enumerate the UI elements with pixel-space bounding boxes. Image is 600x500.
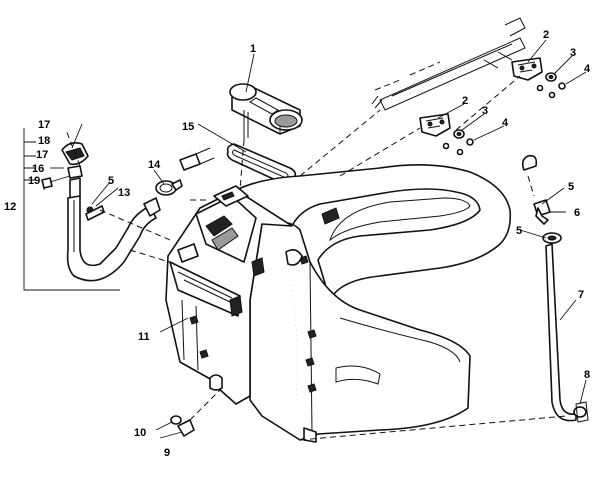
drain-cap (170, 389, 221, 437)
washer-upper (545, 72, 557, 82)
callout-12: 12 (4, 201, 16, 213)
callout-4-upper: 4 (584, 63, 591, 75)
callout-15: 15 (182, 121, 194, 133)
drain-hose-assembly (23, 128, 161, 291)
callout-18: 18 (38, 135, 50, 147)
callout-7: 7 (578, 289, 584, 301)
bracket-upper (511, 57, 543, 81)
callout-6: 6 (574, 207, 580, 219)
callout-9: 9 (164, 447, 170, 459)
hose-clamp (155, 179, 183, 196)
callout-2-middle: 2 (462, 95, 468, 107)
callout-3-middle: 3 (482, 105, 488, 117)
callout-17-top: 17 (38, 119, 50, 131)
callouts: 1 2 3 4 2 3 4 15 14 5 13 17 18 17 16 19 … (4, 29, 591, 459)
callout-5-left: 5 (108, 175, 114, 187)
callout-8: 8 (584, 369, 590, 381)
washer-middle (453, 129, 465, 139)
callout-14: 14 (148, 159, 161, 171)
control-housing (165, 185, 293, 405)
callout-13: 13 (118, 187, 130, 199)
callout-1: 1 (250, 43, 256, 55)
cup-holder (229, 83, 303, 140)
callout-17-bottom: 17 (36, 149, 48, 161)
callout-2-upper: 2 (543, 29, 549, 41)
callout-5-right-bottom: 5 (516, 225, 522, 237)
callout-11: 11 (138, 331, 150, 343)
callout-10: 10 (134, 427, 146, 439)
guide-lines (99, 75, 567, 441)
callout-4-middle: 4 (502, 117, 509, 129)
leader-lines (43, 39, 587, 439)
callout-16: 16 (32, 163, 44, 175)
hose-fitting (179, 143, 215, 171)
screw-upper (536, 82, 566, 99)
bracket-middle (419, 113, 451, 137)
callout-5-right-top: 5 (568, 181, 574, 193)
tank-body (235, 164, 512, 443)
screw-middle (442, 138, 474, 156)
callout-3-upper: 3 (570, 47, 576, 59)
callout-19: 19 (28, 175, 40, 187)
frame-rails (371, 17, 526, 111)
